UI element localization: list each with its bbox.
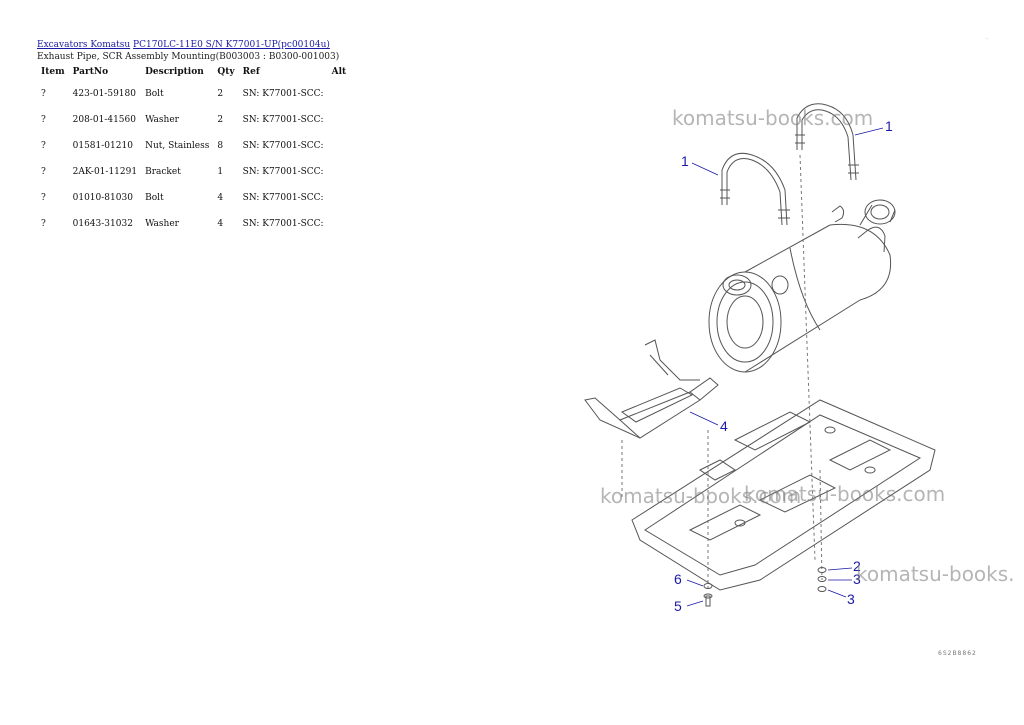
cell-item: ? bbox=[41, 193, 46, 203]
cell-alt bbox=[328, 107, 351, 133]
table-header-row: Item PartNo Description Qty Ref Alt bbox=[37, 66, 350, 81]
header-description: Description bbox=[145, 67, 204, 77]
u-bolt-left bbox=[720, 152, 790, 226]
parts-table: Item PartNo Description Qty Ref Alt ? 42… bbox=[37, 66, 350, 237]
cell-qty: 2 bbox=[217, 89, 224, 99]
breadcrumb-link-category[interactable]: Excavators Komatsu bbox=[37, 40, 131, 50]
cell-item: ? bbox=[41, 141, 46, 151]
cell-alt bbox=[328, 159, 351, 185]
cell-partno: 01010-81030 bbox=[72, 193, 133, 203]
alignment-lines bbox=[621, 154, 823, 590]
table-row: ? 423-01-59180 Bolt 2 SN: K77001-SCC: bbox=[37, 81, 350, 107]
corner-dot: · bbox=[986, 36, 988, 43]
cell-item: ? bbox=[41, 89, 46, 99]
callout-label: 1 bbox=[885, 118, 893, 134]
table-row: ? 01010-81030 Bolt 4 SN: K77001-SCC: bbox=[37, 185, 350, 211]
header-item: Item bbox=[41, 67, 65, 77]
cell-description: Bolt bbox=[145, 193, 164, 203]
page-title: Exhaust Pipe, SCR Assembly Mounting(B003… bbox=[37, 52, 340, 62]
cell-description: Bolt bbox=[145, 89, 164, 99]
breadcrumb-link-model[interactable]: PC170LC-11E0 S/N K77001-UP(pc00104u) bbox=[133, 40, 330, 50]
watermark: komatsu-books.com bbox=[744, 482, 946, 506]
callout-label: 1 bbox=[681, 153, 689, 169]
cell-description: Bracket bbox=[145, 167, 181, 177]
cell-qty: 4 bbox=[217, 193, 224, 203]
callout-label: 2 bbox=[853, 558, 861, 574]
watermark: komatsu-books.com bbox=[672, 106, 874, 130]
table-row: ? 01581-01210 Nut, Stainless 8 SN: K7700… bbox=[37, 133, 350, 159]
frame bbox=[631, 399, 936, 591]
header-ref: Ref bbox=[242, 67, 260, 77]
table-row: ? 2AK-01-11291 Bracket 1 SN: K77001-SCC: bbox=[37, 159, 350, 185]
header-qty: Qty bbox=[217, 67, 235, 77]
cell-partno: 01581-01210 bbox=[72, 141, 133, 151]
watermark: komatsu-books. bbox=[856, 562, 1015, 586]
cell-ref: SN: K77001-SCC: bbox=[242, 219, 324, 229]
callout-label: 4 bbox=[720, 418, 728, 434]
cell-alt bbox=[328, 211, 351, 237]
cell-qty: 1 bbox=[217, 167, 224, 177]
cell-qty: 2 bbox=[217, 115, 224, 125]
table-row: ? 01643-31032 Washer 4 SN: K77001-SCC: bbox=[37, 211, 350, 237]
bracket bbox=[584, 339, 719, 439]
cell-partno: 2AK-01-11291 bbox=[72, 167, 138, 177]
cell-partno: 01643-31032 bbox=[72, 219, 133, 229]
leader-lines bbox=[686, 127, 884, 607]
parts-diagram: 1 1 4 2 3 3 6 5 bbox=[584, 103, 936, 614]
cell-ref: SN: K77001-SCC: bbox=[242, 89, 324, 99]
cell-ref: SN: K77001-SCC: bbox=[242, 115, 324, 125]
callout-label: 5 bbox=[674, 598, 682, 614]
scr-assembly bbox=[708, 199, 896, 373]
cell-item: ? bbox=[41, 167, 46, 177]
cell-item: ? bbox=[41, 219, 46, 229]
table-row: ? 208-01-41560 Washer 2 SN: K77001-SCC: bbox=[37, 107, 350, 133]
callout-label: 3 bbox=[847, 591, 855, 607]
cell-ref: SN: K77001-SCC: bbox=[242, 167, 324, 177]
cell-alt bbox=[328, 133, 351, 159]
callout-label: 6 bbox=[674, 571, 682, 587]
cell-partno: 423-01-59180 bbox=[72, 89, 136, 99]
cell-partno: 208-01-41560 bbox=[72, 115, 136, 125]
cell-ref: SN: K77001-SCC: bbox=[242, 193, 324, 203]
cell-qty: 8 bbox=[217, 141, 224, 151]
watermark: komatsu-books.com bbox=[600, 484, 802, 508]
cell-alt bbox=[328, 81, 351, 107]
cell-ref: SN: K77001-SCC: bbox=[242, 141, 324, 151]
callout-label: 3 bbox=[853, 571, 861, 587]
fasteners bbox=[703, 567, 827, 607]
u-bolt-right bbox=[795, 103, 859, 181]
breadcrumb: Excavators Komatsu PC170LC-11E0 S/N K770… bbox=[37, 40, 330, 51]
figure-code: 6S2B8862 bbox=[938, 650, 977, 657]
cell-qty: 4 bbox=[217, 219, 224, 229]
cell-alt bbox=[328, 185, 351, 211]
cell-description: Nut, Stainless bbox=[145, 141, 210, 151]
cell-description: Washer bbox=[145, 115, 179, 125]
cell-item: ? bbox=[41, 115, 46, 125]
cell-description: Washer bbox=[145, 219, 179, 229]
header-partno: PartNo bbox=[72, 67, 109, 77]
header-alt: Alt bbox=[331, 67, 347, 77]
